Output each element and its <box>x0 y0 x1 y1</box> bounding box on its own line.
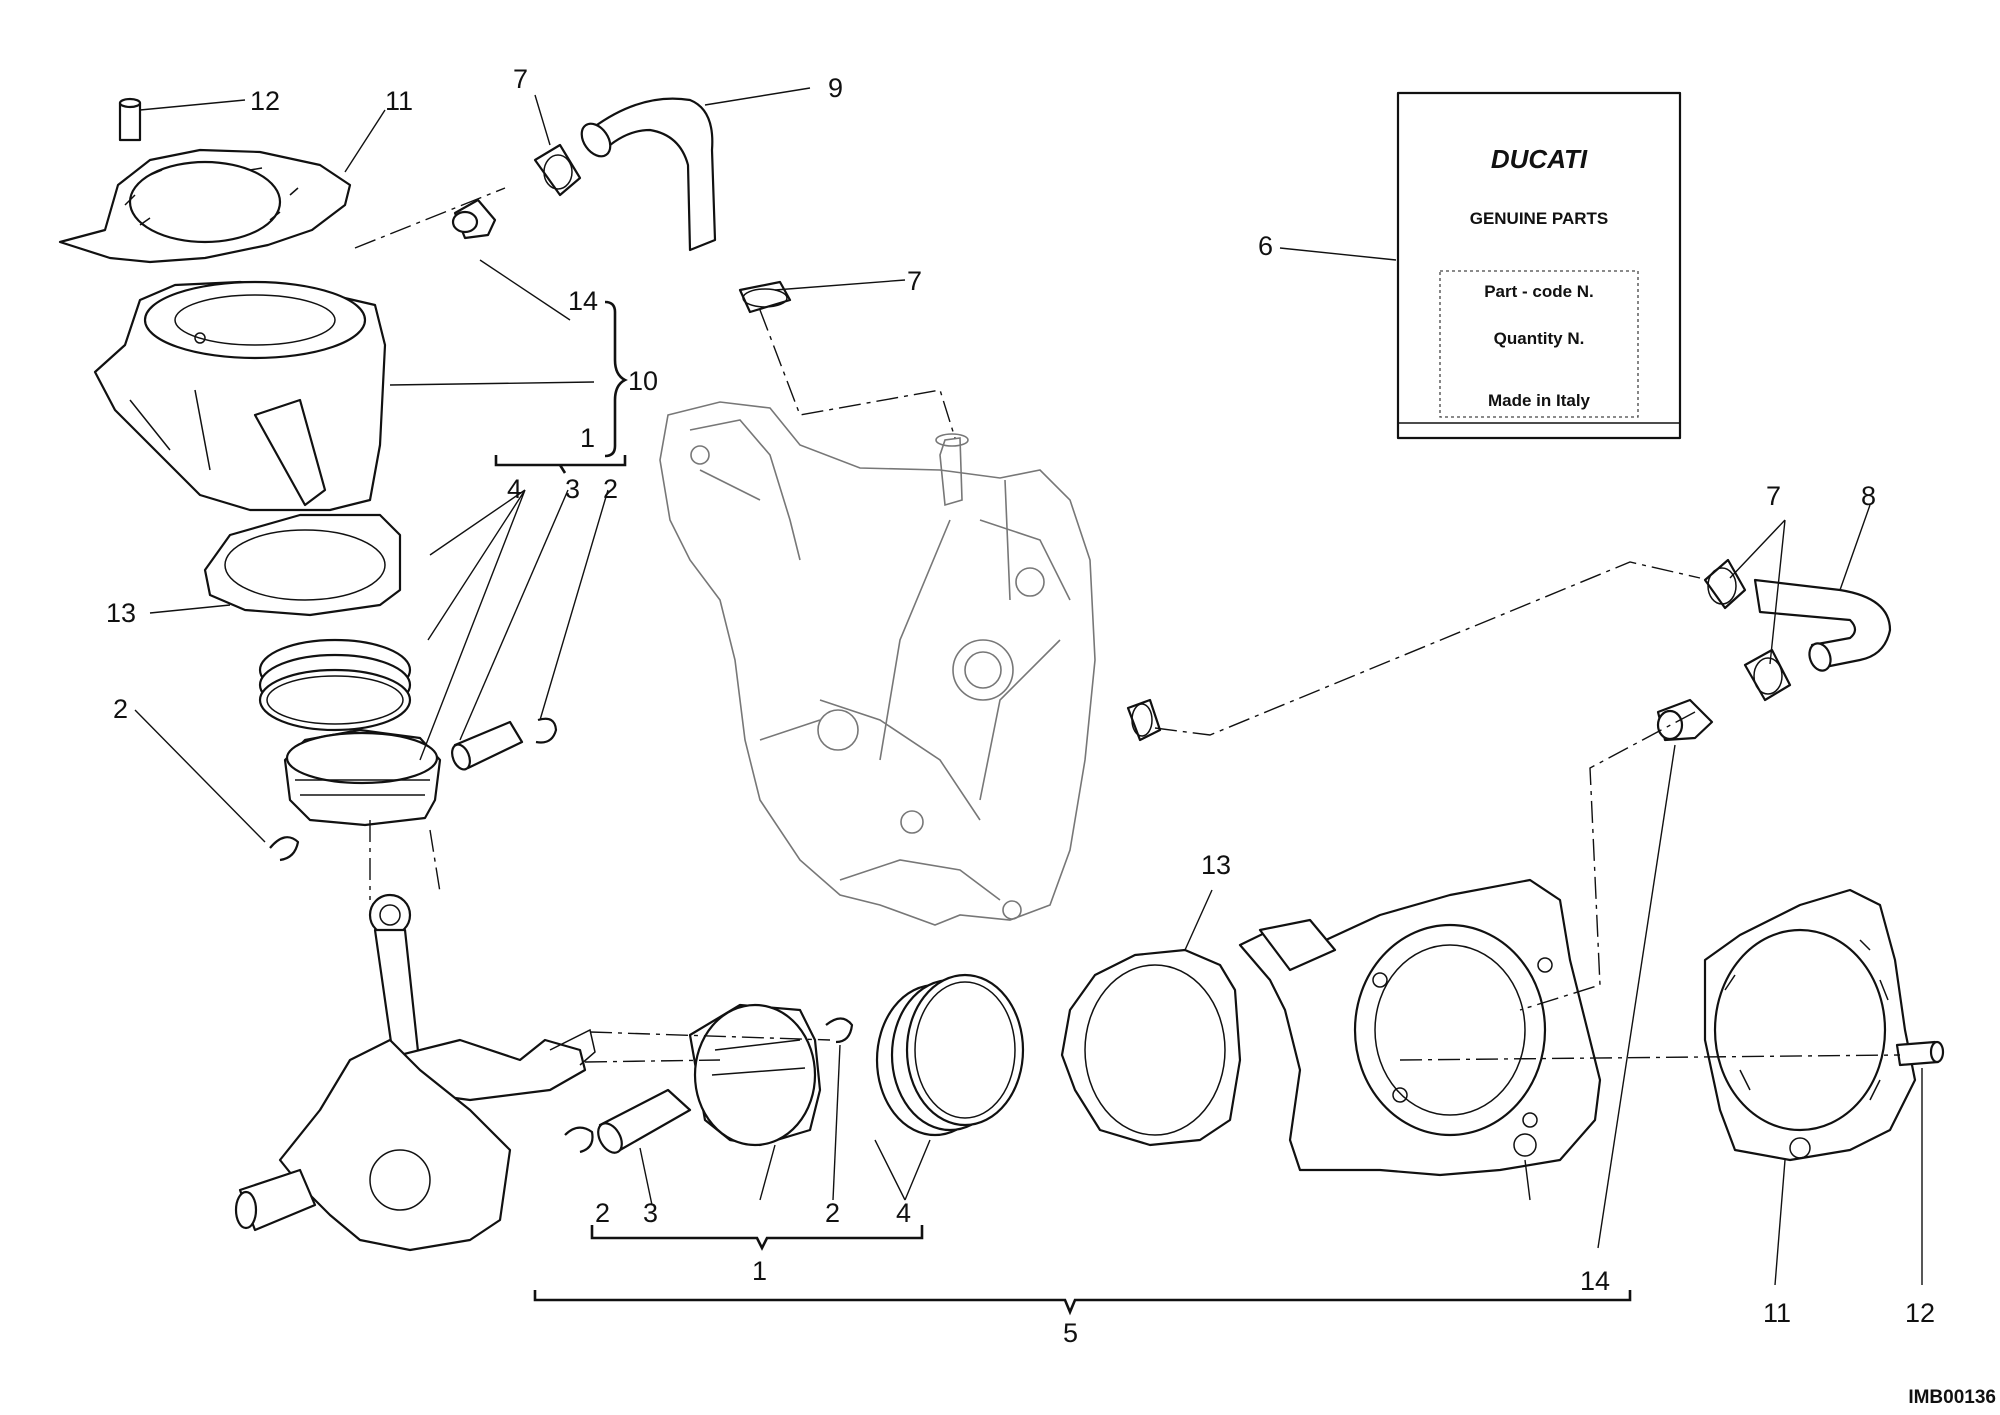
callout-9: 9 <box>828 73 843 103</box>
connecting-rod-and-crank <box>234 893 596 1252</box>
callout-12: 12 <box>250 86 280 116</box>
circlip-top-left <box>269 836 300 862</box>
brace-piston-bottom <box>590 1225 924 1251</box>
callout-14: 14 <box>1580 1266 1610 1296</box>
callout-2: 2 <box>825 1198 840 1228</box>
callout-1: 1 <box>580 423 595 453</box>
circlip-bottom-left <box>564 1126 594 1154</box>
brand-logo-text: DUCATI <box>1491 144 1588 174</box>
leader-lines <box>134 87 1923 1286</box>
callout-3: 3 <box>565 474 580 504</box>
callout-2: 2 <box>113 694 128 724</box>
brace-piston-top <box>494 455 627 474</box>
label-heading: GENUINE PARTS <box>1470 209 1609 228</box>
callout-2: 2 <box>603 474 618 504</box>
piston-bottom <box>688 1003 822 1147</box>
callout-3: 3 <box>643 1198 658 1228</box>
base-gasket-top <box>203 513 402 617</box>
brace-cylinder-kit <box>604 300 628 458</box>
piston-rings-bottom <box>875 973 1025 1137</box>
piston-pin-top <box>451 720 524 771</box>
cylinder-top <box>93 280 387 512</box>
cylinder-bottom <box>1238 878 1602 1177</box>
crankcase-half <box>659 401 1096 926</box>
callout-5: 5 <box>1063 1318 1078 1348</box>
circlip-bottom-right <box>825 1017 854 1044</box>
callout-8: 8 <box>1861 481 1876 511</box>
callout-1: 1 <box>752 1256 767 1286</box>
callout-13: 13 <box>1201 850 1231 880</box>
head-gasket-top <box>58 148 352 264</box>
base-gasket-bottom <box>1060 948 1242 1147</box>
hose-clamp-top-1 <box>533 143 582 197</box>
hose-clamp-right-1 <box>1703 558 1747 610</box>
callout-10: 10 <box>628 366 658 396</box>
callout-4: 4 <box>896 1198 911 1228</box>
water-fitting-top <box>451 198 497 240</box>
piston-rings-top <box>258 638 412 732</box>
crankcase-fitting <box>1126 698 1162 742</box>
hose-clamp-top-2 <box>738 280 792 314</box>
dowel-pin-top <box>118 97 142 142</box>
water-fitting-right <box>1656 698 1714 742</box>
assembly-braces <box>494 300 1632 1316</box>
coolant-hose-top <box>580 97 717 252</box>
drawing-reference-code: IMB00136 <box>1908 1387 1996 1408</box>
hose-clamp-right-2 <box>1743 648 1792 702</box>
callout-13: 13 <box>106 598 136 628</box>
coolant-hose-right <box>1753 578 1892 672</box>
callout-7: 7 <box>1766 481 1781 511</box>
head-gasket-bottom <box>1703 888 1917 1162</box>
callout-numbers: 12 11 7 9 7 14 10 1 4 3 2 13 2 6 7 8 13 … <box>106 64 1935 1348</box>
assembly-axis-lines <box>354 187 1901 1063</box>
callout-7: 7 <box>907 266 922 296</box>
piston-top <box>283 728 442 827</box>
genuine-parts-label-card: DUCATI GENUINE PARTS Part - code N. Quan… <box>1396 91 1682 440</box>
callout-11: 11 <box>1763 1298 1791 1328</box>
circlip-top-right <box>535 717 558 744</box>
callout-4: 4 <box>507 474 522 504</box>
label-line-part-code: Part - code N. <box>1484 282 1594 301</box>
label-line-origin: Made in Italy <box>1488 391 1591 410</box>
brace-full-kit <box>533 1290 1632 1316</box>
callout-12: 12 <box>1905 1298 1935 1328</box>
callout-7: 7 <box>513 64 528 94</box>
callout-14: 14 <box>568 286 598 316</box>
dowel-pin-bottom <box>1895 1040 1945 1067</box>
piston-pin-bottom <box>597 1088 692 1154</box>
callout-11: 11 <box>385 86 413 116</box>
callout-6: 6 <box>1258 231 1273 261</box>
label-line-quantity: Quantity N. <box>1494 329 1585 348</box>
callout-2: 2 <box>595 1198 610 1228</box>
